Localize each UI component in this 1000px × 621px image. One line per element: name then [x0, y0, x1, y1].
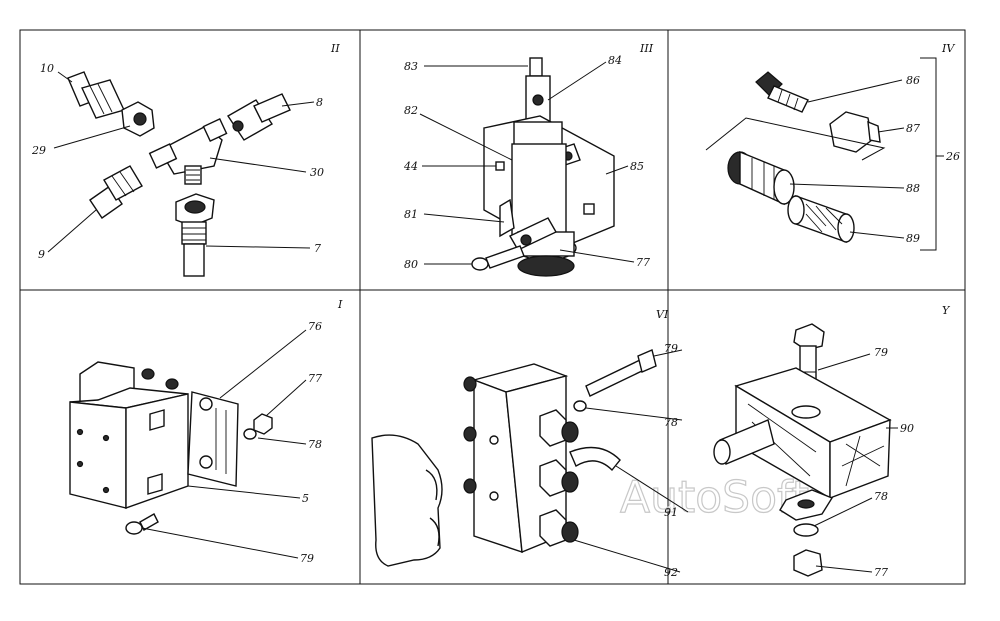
- part-79-bolt: [585, 349, 657, 397]
- panel-ii: II: [31, 42, 340, 277]
- part-89-filter: [787, 195, 855, 243]
- callout-79: 79: [300, 552, 314, 565]
- callout-78: 78: [874, 490, 888, 503]
- terminal-studs: [141, 368, 179, 390]
- part-30-tee: [148, 118, 228, 185]
- panel-vi: VI: [371, 308, 689, 579]
- part-77-nut: [793, 549, 823, 577]
- callout-86: 86: [906, 74, 920, 87]
- part-9-union: [89, 165, 143, 219]
- panel-vi-leaders: [573, 349, 689, 573]
- callout-77: 77: [308, 372, 322, 385]
- rubber-boot: [371, 434, 443, 567]
- callout-79: 79: [664, 342, 678, 355]
- callout-82: 82: [404, 104, 418, 117]
- callout-8: 8: [316, 96, 323, 109]
- part-29-nut: [121, 101, 155, 137]
- callout-89: 89: [906, 232, 920, 245]
- callout-9: 9: [38, 248, 45, 261]
- callout-90: 90: [900, 422, 914, 435]
- callout-91: 91: [664, 506, 678, 519]
- part-44-screw: [495, 161, 505, 171]
- callout-88: 88: [906, 182, 920, 195]
- panel-i-leaders: [141, 329, 307, 559]
- callout-80: 80: [404, 258, 418, 271]
- callout-30: 30: [310, 166, 324, 179]
- part-86-fitting: [755, 71, 809, 113]
- panel-title: II: [330, 42, 340, 55]
- part-91-wire: [569, 446, 621, 472]
- diagram-frame: [19, 29, 966, 585]
- part-81-clamp: [499, 198, 557, 251]
- part-78-washer: [779, 489, 834, 537]
- callout-81: 81: [404, 208, 418, 221]
- panel-title: Y: [942, 304, 951, 317]
- panel-title: IV: [941, 42, 955, 55]
- panel-iii: III: [403, 42, 654, 277]
- part-90-block: [713, 367, 892, 500]
- callout-44: 44: [403, 160, 418, 173]
- panel-title: I: [337, 298, 343, 311]
- part-80-bolt: [471, 245, 525, 271]
- part-76-terminal-plate: [187, 391, 239, 487]
- callout-85: 85: [630, 160, 644, 173]
- callout-87: 87: [906, 122, 920, 135]
- part-7-hose-fitting: [175, 193, 215, 277]
- part-5-housing: [69, 361, 189, 509]
- callout-84: 84: [608, 54, 622, 67]
- callout-10: 10: [40, 62, 54, 75]
- callout-26: 26: [945, 150, 960, 163]
- panel-title: III: [639, 42, 654, 55]
- part-78-washer: [243, 428, 257, 440]
- callout-79: 79: [874, 346, 888, 359]
- part-8-union: [227, 93, 291, 141]
- panel-iii-leaders: [419, 61, 635, 265]
- panel-iv: IV: [705, 42, 960, 251]
- callout-5: 5: [302, 492, 309, 505]
- panel-ii-leaders: [47, 71, 315, 253]
- part-88-sleeve: [727, 150, 795, 206]
- part-79-screw: [125, 513, 159, 535]
- callout-77: 77: [874, 566, 888, 579]
- callout-78: 78: [308, 438, 322, 451]
- panel-v-leaders: [813, 353, 898, 573]
- callout-78: 78: [664, 416, 678, 429]
- right-terminals: [539, 409, 579, 547]
- panel-iv-leaders: [705, 57, 944, 251]
- callout-7: 7: [314, 242, 321, 255]
- part-77-nut: [253, 413, 273, 435]
- callout-83: 83: [404, 60, 418, 73]
- part-10-union: [67, 71, 125, 119]
- watermark: AutoSoft: [620, 472, 809, 523]
- callout-29: 29: [31, 144, 46, 157]
- callout-76: 76: [308, 320, 322, 333]
- panel-i: I: [69, 298, 343, 565]
- left-studs: [463, 376, 477, 494]
- callout-77: 77: [636, 256, 650, 269]
- panel-title: VI: [656, 308, 669, 321]
- part-78-washer: [573, 400, 587, 412]
- callout-92: 92: [664, 566, 678, 579]
- panel-v: Y: [713, 304, 951, 579]
- part-87-nut: [829, 111, 881, 153]
